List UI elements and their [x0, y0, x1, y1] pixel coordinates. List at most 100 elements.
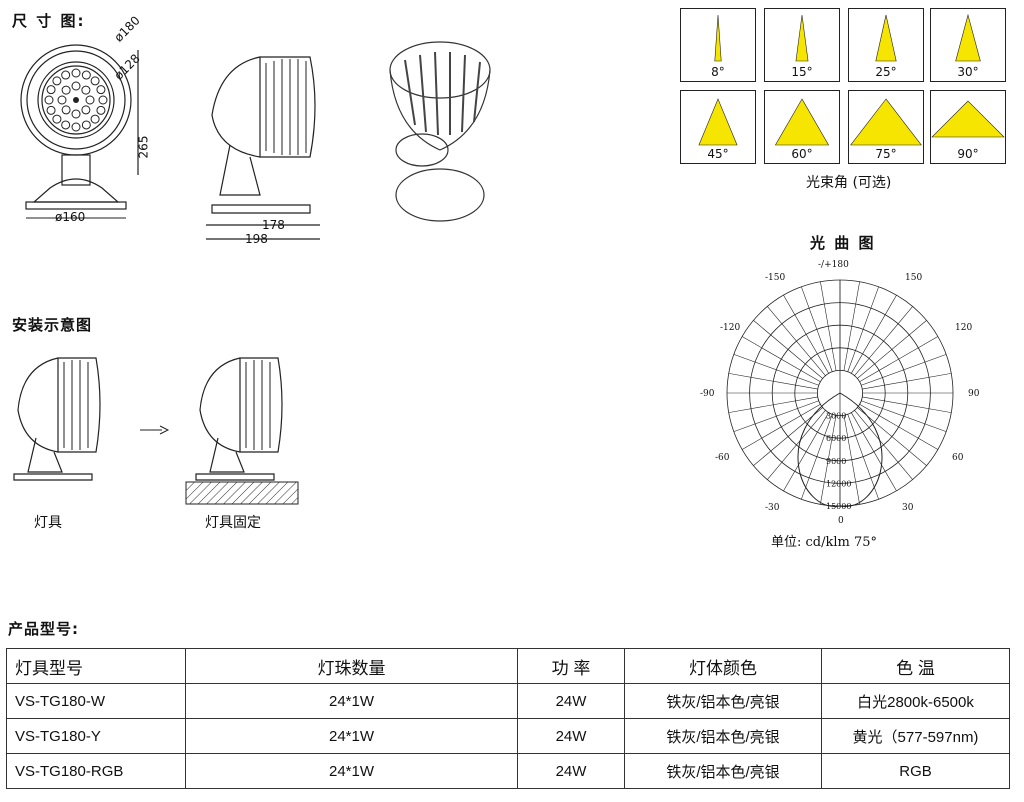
polar-spoke: [783, 294, 829, 374]
beam-angle-label: 8°: [711, 65, 725, 79]
polar-curve: [797, 392, 883, 507]
polar-angle-label: -30: [765, 503, 780, 513]
led-bead: [96, 105, 106, 115]
install-caption-fixture: 灯具: [34, 515, 62, 531]
led-bead: [96, 85, 106, 95]
cell-color-temp: RGB: [821, 753, 1010, 789]
polar-spoke: [801, 286, 833, 372]
polar-spoke: [733, 354, 819, 386]
polar-spoke: [767, 306, 826, 376]
polar-spoke: [741, 336, 821, 382]
led-bead: [71, 81, 81, 91]
polar-spoke: [859, 336, 939, 382]
beam-angle-box: 30°: [930, 8, 1006, 82]
beam-cone: [875, 14, 897, 62]
led-bead: [61, 85, 71, 95]
beam-angle-box: 8°: [680, 8, 756, 82]
beam-cone: [931, 100, 1005, 138]
polar-spoke: [820, 415, 837, 505]
header-model: 灯具型号: [6, 648, 186, 684]
polar-angle-label: -90: [700, 389, 715, 399]
led-bead: [81, 70, 91, 80]
led-bead: [98, 95, 108, 105]
polar-spoke: [728, 396, 818, 413]
polar-spoke: [728, 373, 818, 390]
product-table: 灯具型号 灯珠数量 功 率 灯体颜色 色 温 VS-TG180-W 24*1W …: [6, 648, 1010, 789]
polar-spoke: [854, 410, 913, 480]
polar-spoke: [854, 306, 913, 376]
polar-spoke: [861, 354, 947, 386]
polar-angle-label: 150: [905, 273, 922, 283]
beam-angle-label: 25°: [875, 65, 897, 79]
cell-power: 24W: [517, 683, 625, 719]
table-row: VS-TG180-Y 24*1W 24W 铁灰/铝本色/亮银 黄光（577-59…: [6, 718, 1010, 754]
polar-angle-label: 0: [838, 516, 844, 526]
polar-spoke: [843, 415, 860, 505]
polar-unit: 单位: cd/klm 75°: [771, 535, 878, 550]
arrow-right-icon: [140, 425, 170, 435]
polar-spoke: [862, 396, 952, 413]
polar-spoke: [783, 412, 829, 492]
led-bead: [81, 105, 91, 115]
led-bead: [46, 85, 56, 95]
beam-angle-label: 15°: [791, 65, 813, 79]
polar-spoke: [857, 320, 927, 379]
products-title: 产品型号:: [8, 620, 79, 638]
beam-angle-label: 45°: [707, 147, 729, 161]
beam-angle-label: 75°: [875, 147, 897, 161]
led-bead: [57, 95, 67, 105]
install-caption-fixed: 灯具固定: [205, 515, 261, 531]
beam-angle-label: 60°: [791, 147, 813, 161]
polar-ring-label: 9000: [826, 457, 846, 466]
beam-cone: [714, 14, 722, 62]
beam-cone: [955, 13, 981, 62]
polar-ring-label: 15000: [826, 502, 851, 511]
polar-spoke: [847, 286, 879, 372]
polar-spoke: [733, 400, 819, 432]
cell-power: 24W: [517, 753, 625, 789]
cell-color-temp: 白光2800k-6500k: [821, 683, 1010, 719]
polar-angle-label: -150: [765, 273, 785, 283]
beam-cone: [795, 14, 809, 62]
light-curve-title: 光 曲 图: [810, 234, 876, 252]
polar-angle-label: 90: [968, 389, 980, 399]
cell-led-count: 24*1W: [185, 683, 518, 719]
beam-cone: [698, 98, 738, 146]
polar-spoke: [753, 320, 823, 379]
beam-angle-box: 60°: [764, 90, 840, 164]
beam-angle-label: 30°: [957, 65, 979, 79]
side-view-drawing: [206, 56, 320, 240]
polar-ring-label: 3000: [826, 412, 846, 421]
dimensions-title: 尺 寸 图:: [12, 12, 86, 30]
cell-color-temp: 黄光（577-597nm): [821, 718, 1010, 754]
led-bead: [46, 105, 56, 115]
led-bead: [61, 70, 71, 80]
polar-angle-label: 120: [955, 323, 972, 333]
beam-angle-box: 15°: [764, 8, 840, 82]
polar-spoke: [859, 404, 939, 450]
led-bead: [90, 76, 100, 86]
beam-angle-box: 25°: [848, 8, 924, 82]
led-bead: [81, 120, 91, 130]
beam-cone: [774, 98, 830, 146]
polar-spoke: [862, 373, 952, 390]
led-bead: [44, 95, 54, 105]
beam-cone: [850, 98, 922, 146]
cell-led-count: 24*1W: [185, 718, 518, 754]
led-bead: [61, 120, 71, 130]
led-bead: [85, 95, 95, 105]
polar-spoke: [861, 400, 947, 432]
polar-angle-label: -60: [715, 453, 730, 463]
beam-angle-box: 75°: [848, 90, 924, 164]
polar-ring-label: 12000: [826, 479, 851, 488]
led-bead: [61, 105, 71, 115]
polar-ring-label: 6000: [826, 434, 846, 443]
cell-body-color: 铁灰/铝本色/亮银: [624, 683, 822, 719]
polar-spoke: [843, 281, 860, 371]
polar-angle-label: 60: [952, 453, 964, 463]
led-bead: [52, 114, 62, 124]
beam-angle-box: 45°: [680, 90, 756, 164]
table-header-row: 灯具型号 灯珠数量 功 率 灯体颜色 色 温: [6, 648, 1010, 684]
led-bead: [71, 109, 81, 119]
